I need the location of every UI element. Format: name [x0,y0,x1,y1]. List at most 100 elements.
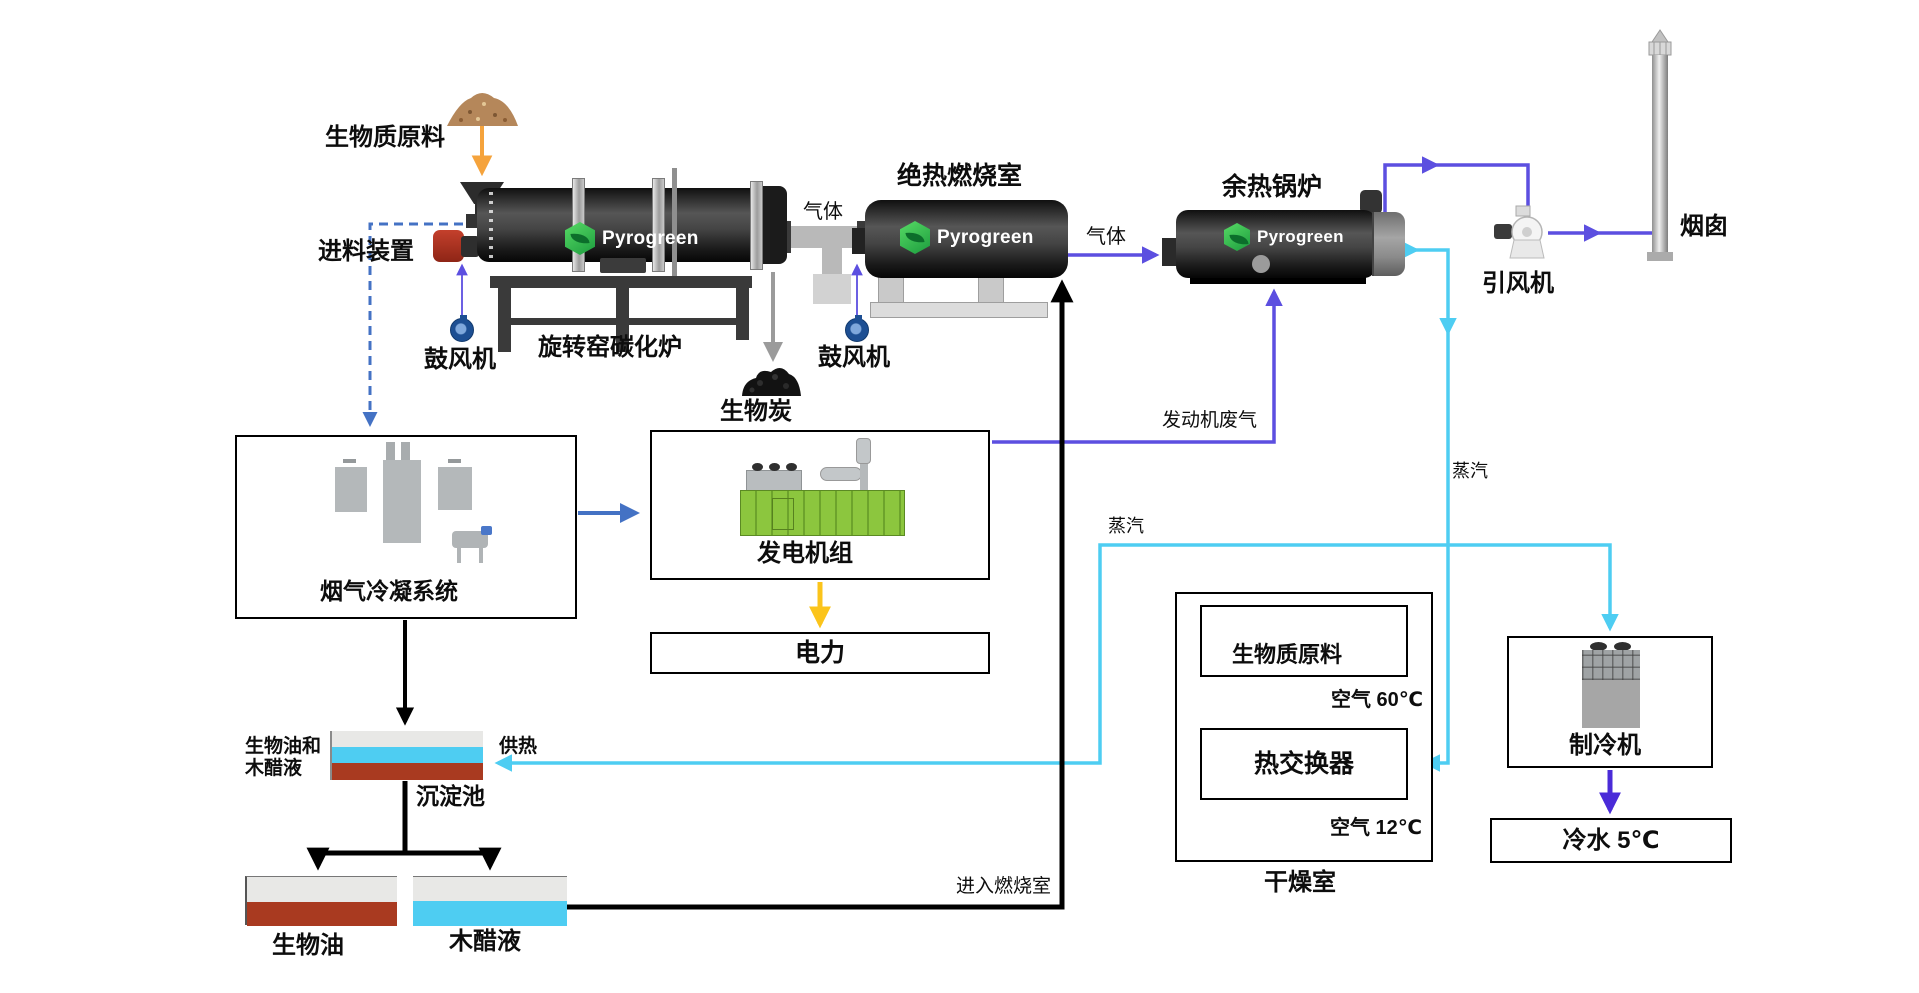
chiller-fan [1590,642,1607,651]
mixture-label-line1: 生物油和 [245,736,322,757]
combustion-chamber-body [865,200,1068,278]
chiller-fan [1614,642,1631,651]
biomass-pile [447,93,518,126]
genset-radiator-cap [752,463,763,471]
condensate-pump-leg [479,548,483,563]
pyrogreen-hexagon-icon [1224,223,1250,251]
kiln-riding-ring [652,178,665,272]
kiln-stand-brace [500,318,746,325]
drying-room-label: 干燥室 [1264,869,1336,896]
condensate-pump-leg [457,548,461,563]
pyrogreen-logo: Pyrogreen [900,221,1034,254]
boiler-to-fan-line-a [1383,156,1440,212]
engine-exhaust-label: 发动机废气 [1162,410,1258,431]
burner-motor [433,230,464,262]
condensation-label: 烟气冷凝系统 [320,578,458,604]
wood-vinegar-label: 木醋液 [449,928,521,955]
kiln-bolt-ring [489,192,493,258]
cold-air-label: 空气 12℃ [1330,817,1423,839]
condenser-stack [401,442,410,460]
kiln-riding-ring [750,181,763,270]
pyrogreen-logo: Pyrogreen [565,222,699,255]
pyrogreen-wordmark: Pyrogreen [602,227,699,249]
settling-split-left [306,847,407,871]
settling-layer-top [332,731,483,747]
settling-split-right [403,847,502,871]
settling-tank-label: 沉淀池 [416,783,485,809]
condensate-pump [452,531,488,548]
wood-vinegar-to-chamber-line [567,279,1074,910]
bio-oil-layer-top [247,877,397,902]
heat-exchanger-label: 热交换器 [1253,749,1354,778]
genset-radiator-cap [769,463,780,471]
genset-muffler [820,467,862,481]
drying-material-label: 生物质原料 [1232,642,1343,667]
pyrogreen-wordmark: Pyrogreen [937,226,1034,248]
chimney-label: 烟囱 [1680,213,1728,240]
biochar-label: 生物炭 [720,398,792,425]
induced-draft-fan [1494,205,1545,259]
genset-exhaust-pipe [860,452,868,490]
feeding-device-label: 进料装置 [318,238,414,265]
cold-water-label: 冷水 5℃ [1562,826,1660,854]
gas-label-chamber: 气体 [1086,226,1126,248]
rotary-kiln-body [477,188,787,262]
heat-supply-label: 供热 [499,736,538,757]
boiler-port [1252,255,1270,273]
pyrogreen-hexagon-icon [900,221,930,254]
wood-vinegar-tank [413,876,567,926]
kiln-end-cap [763,186,787,264]
burner-nose [461,236,479,257]
condenser-tank-port [448,459,461,463]
bio-oil-layer [247,902,397,926]
condenser-tank-port [343,459,356,463]
boiler-inlet-nozzle [1162,238,1178,266]
cold-water-box: 冷水 5℃ [1490,818,1732,863]
condenser-stack [386,442,395,460]
hot-air-label: 空气 60℃ [1331,689,1424,711]
electricity-box: 电力 [650,632,990,674]
chamber-base [870,302,1048,318]
pyrogreen-wordmark: Pyrogreen [1257,227,1344,246]
genset-radiator-cap [786,463,797,471]
condenser-tank-tall [383,460,421,543]
pyrogreen-logo: Pyrogreen [1224,223,1344,251]
blower-left-label: 鼓风机 [424,346,496,373]
wood-vinegar-layer [413,901,567,926]
steam-down-line [1410,248,1457,336]
generator-label: 发电机组 [757,540,853,567]
condenser-tank [335,467,367,512]
kiln-stand-leg [736,288,749,340]
chiller-coil-grid [1582,650,1640,680]
chimney [1647,29,1673,261]
steam-label-right: 蒸汽 [1452,461,1488,481]
blower-fan-left-icon [450,315,474,342]
bio-oil-tank [245,876,397,926]
into-chamber-label: 进入燃烧室 [956,876,1052,897]
boiler-rear-section [1372,212,1405,276]
mixture-label: 生物油和 木醋液 [245,736,321,780]
settling-tank [330,731,483,780]
drying-material-box [1200,605,1408,677]
feed-material-label: 生物质原料 [325,124,445,151]
genset-door [772,498,794,530]
chamber-inlet-nozzle [852,228,867,254]
combustion-chamber-label: 绝热燃烧室 [897,162,1023,190]
chiller-label: 制冷机 [1569,732,1641,759]
genset-container [740,490,905,536]
waste-heat-boiler-label: 余热锅炉 [1222,173,1323,201]
gas-label-kiln: 气体 [803,201,843,223]
kiln-stand-rail [490,276,752,288]
heat-exchanger-box: 热交换器 [1200,728,1408,800]
kiln-support-pole [672,168,677,280]
settling-layer-vinegar [332,747,483,763]
genset-radiator [746,470,802,491]
chiller-unit [1582,650,1640,728]
boiler-body [1176,210,1376,278]
boiler-top-cap [1360,190,1382,214]
boiler-to-fan-line-b [1430,163,1530,212]
genset-silencer [856,438,871,464]
kiln-drive-unit [600,258,646,273]
rotary-kiln-label: 旋转窑碳化炉 [538,334,682,361]
